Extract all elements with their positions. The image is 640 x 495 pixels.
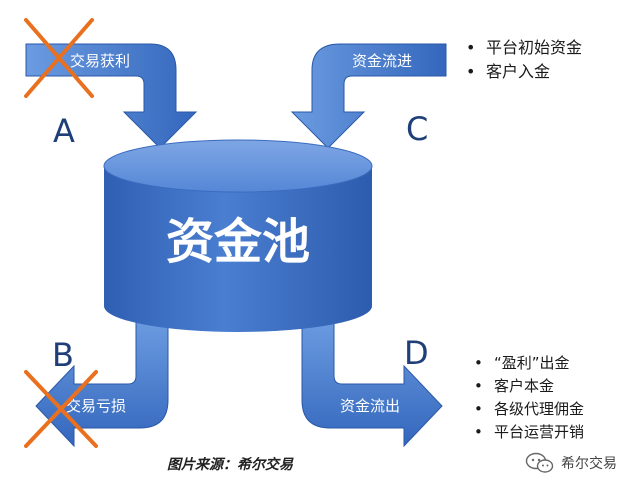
fund-pool-cylinder [103, 139, 373, 332]
flow-d-label: 资金流出 [340, 397, 400, 415]
list-item: 平台运营开销 [474, 421, 584, 444]
watermark: 希尔交易 [525, 452, 617, 474]
list-item: 各级代理佣金 [474, 398, 584, 421]
flow-c-label: 资金流进 [352, 52, 412, 70]
flow-a-cross-mark [24, 18, 94, 98]
wechat-icon [525, 452, 555, 474]
flow-a-letter: A [53, 112, 75, 150]
image-caption: 图片来源：希尔交易 [167, 457, 293, 473]
flow-c-letter: C [406, 110, 429, 148]
list-item: 客户入金 [466, 60, 582, 84]
flow-d-letter: D [404, 334, 429, 372]
flow-b-letter: B [52, 336, 74, 374]
pool-label: 资金池 [166, 214, 310, 270]
list-item: “盈利”出金 [474, 352, 584, 375]
flow-c-arrow [290, 43, 447, 149]
list-item: 平台初始资金 [466, 36, 582, 60]
flow-b-cross-mark [24, 370, 98, 448]
list-item: 客户本金 [474, 375, 584, 398]
flow-d-arrow [301, 319, 443, 448]
flow-b-arrow [35, 319, 169, 448]
flow-a-label: 交易获利 [70, 52, 130, 70]
inflow-sources-list: 平台初始资金 客户入金 [466, 36, 582, 84]
outflow-uses-list: “盈利”出金 客户本金 各级代理佣金 平台运营开销 [474, 352, 584, 444]
flow-b-label: 交易亏损 [66, 397, 126, 415]
watermark-text: 希尔交易 [561, 456, 617, 472]
